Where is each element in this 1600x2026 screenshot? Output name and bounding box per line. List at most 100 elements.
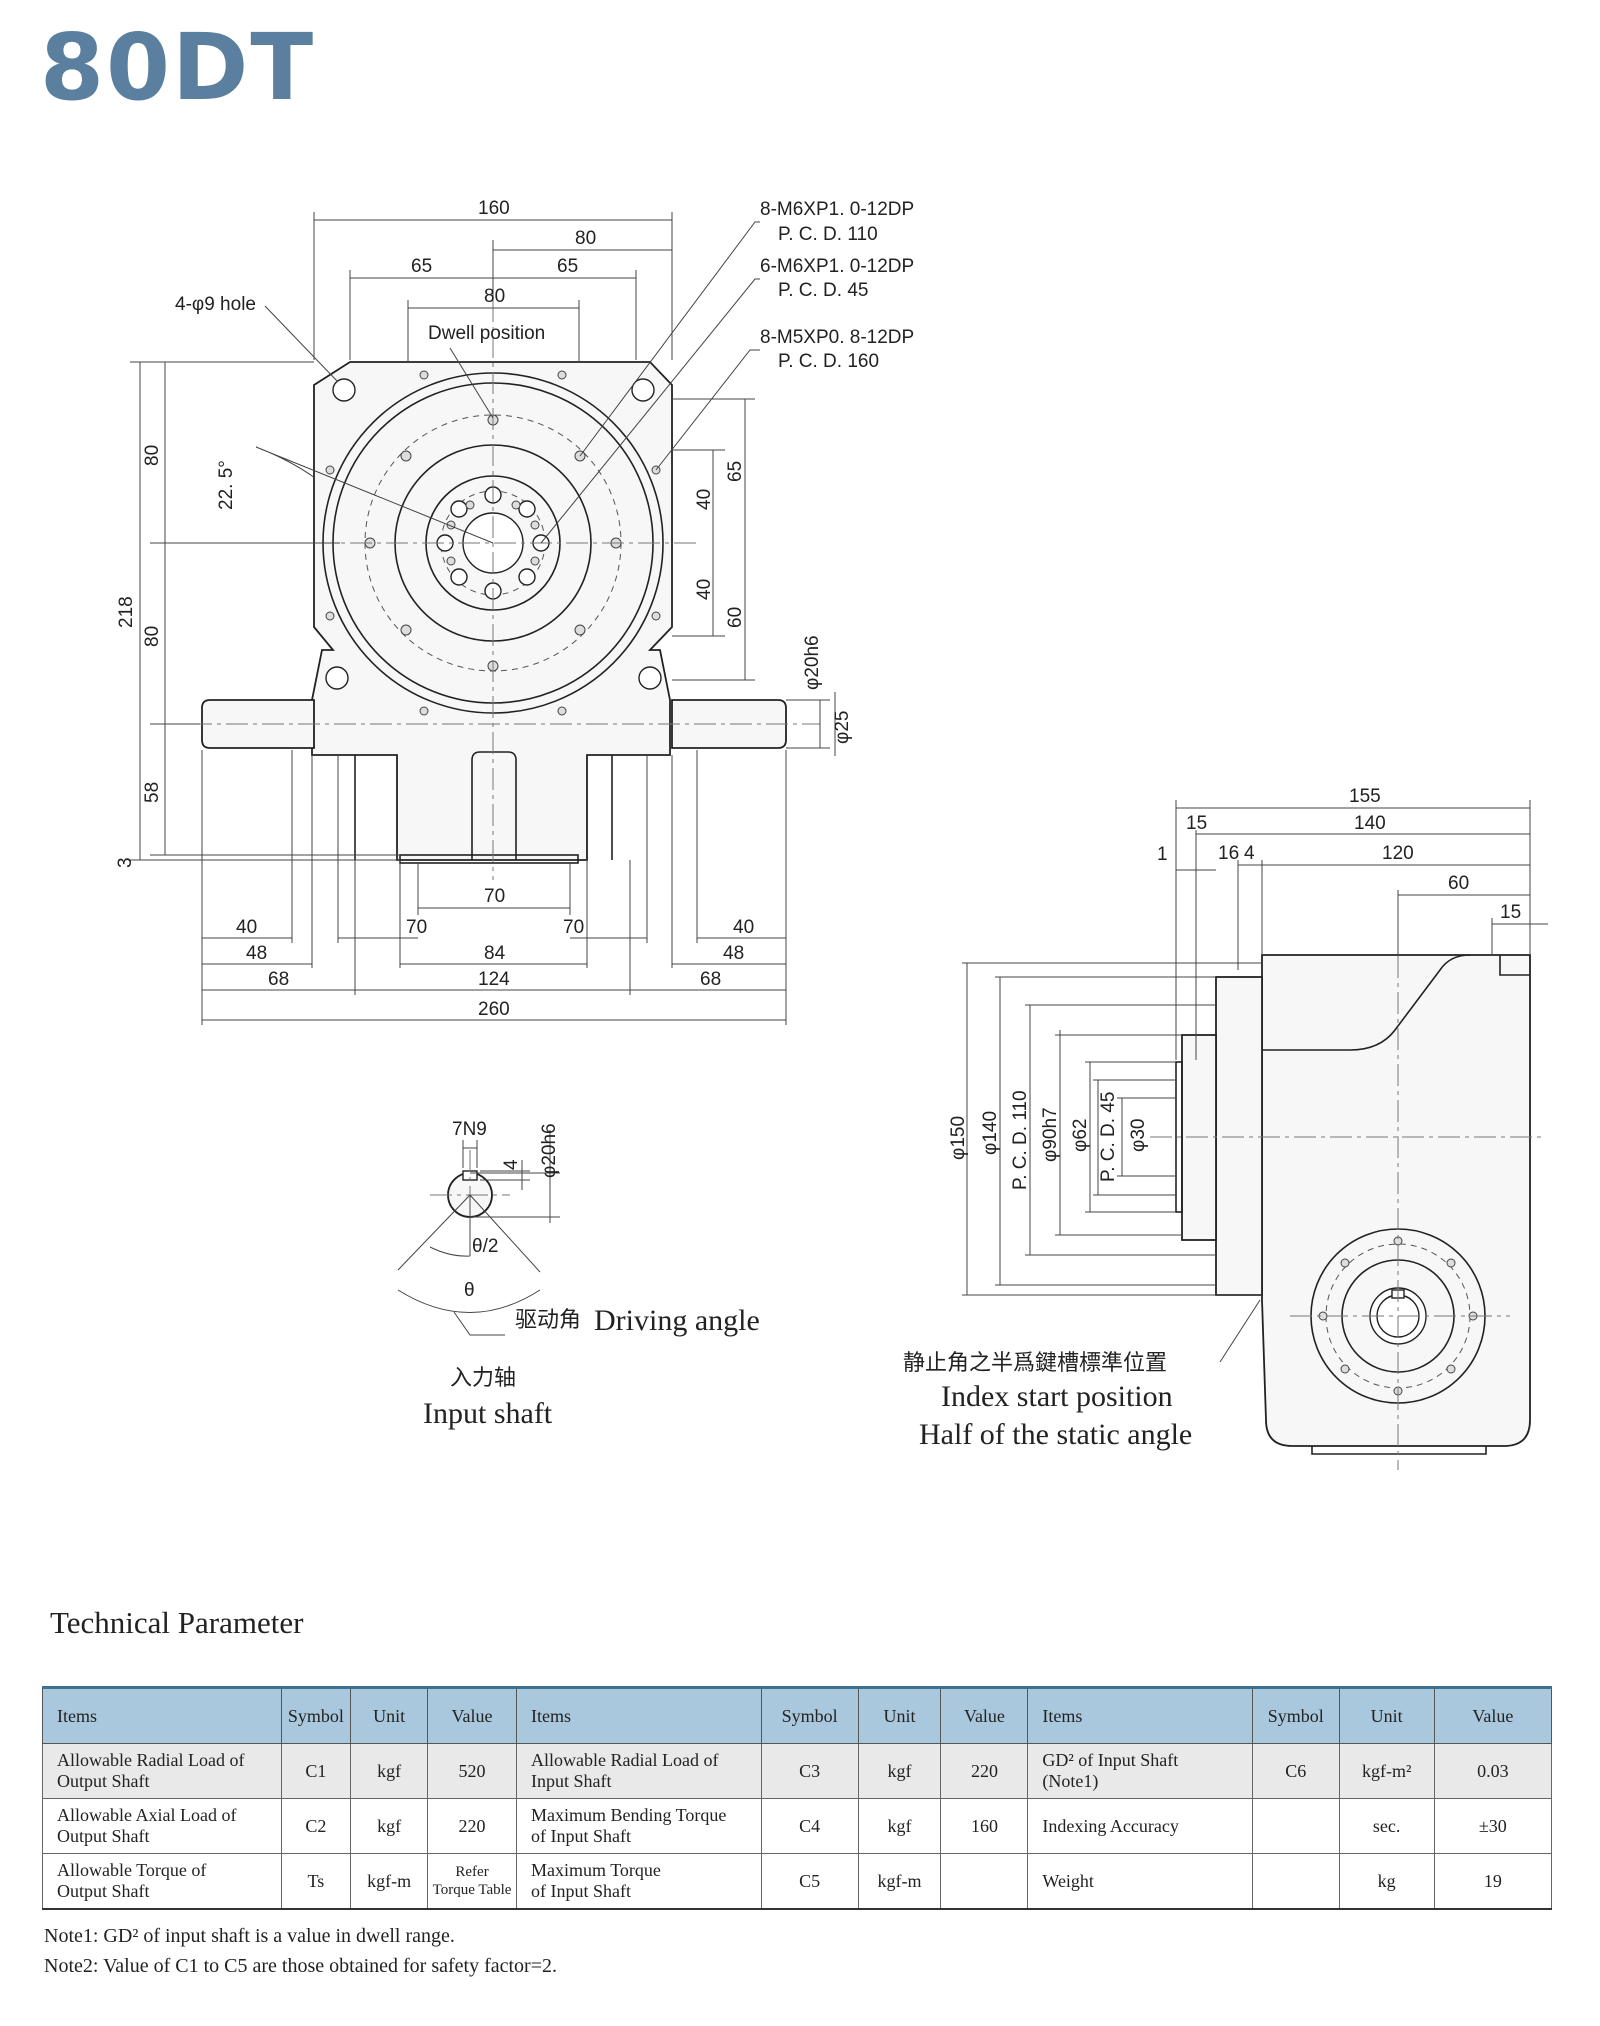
dim-label: 15 [1500, 902, 1521, 923]
dim-label: φ20h6 [802, 635, 823, 690]
angle-arc [255, 446, 494, 544]
dim-label: 80 [142, 626, 163, 647]
dim-lines-shaft [462, 1130, 560, 1223]
table-cell: C1 [280, 1743, 352, 1799]
dia-label: φ20h6 [539, 1123, 560, 1178]
holes-label: 4-φ9 hole [175, 294, 256, 315]
dim-label: 15 [1186, 813, 1207, 834]
dim-label: 60 [725, 607, 746, 628]
dim-label: 65 [557, 256, 578, 277]
dim-label: φ150 [948, 1116, 969, 1160]
table-cell: GD² of Input Shaft(Note1) [1027, 1743, 1253, 1799]
table-cell: 220 [427, 1798, 518, 1854]
front-view: 160 80 65 65 80 4-φ9 hole Dwell position… [115, 198, 914, 1025]
dim-label: 84 [484, 943, 506, 964]
base-line [1311, 1446, 1487, 1455]
dim-label: 40 [236, 917, 257, 938]
dim-label: 1 [1157, 844, 1168, 865]
dim-label: φ25 [832, 711, 853, 744]
column-header: Value [427, 1687, 518, 1744]
side-upper-edge [1262, 954, 1530, 1051]
table-cell: kgf-m [857, 1853, 942, 1910]
table-cell: Weight [1027, 1853, 1253, 1910]
dim-label: 70 [484, 886, 505, 907]
table-cell: kgf-m [350, 1853, 429, 1910]
input-shaft-cn: 入力轴 [450, 1366, 516, 1391]
angle-label: θ [464, 1280, 475, 1301]
shaft-detail: 7N9 4 φ20h6 θ/2 θ 驱动角 Driving angle 入力轴 … [397, 1119, 760, 1430]
half-angle-label: θ/2 [472, 1236, 498, 1257]
input-shaft-left [201, 699, 315, 749]
column-header: Unit [857, 1687, 942, 1744]
callout-line2: P. C. D. 45 [778, 280, 868, 301]
mount-hole [332, 378, 356, 402]
dim-label: φ90h7 [1040, 1107, 1061, 1162]
table-cell: kgf [857, 1798, 942, 1854]
leader-line [449, 347, 494, 419]
table-cell: kgf [857, 1743, 942, 1799]
dim-label: 68 [700, 969, 721, 990]
center-slot [471, 751, 517, 860]
table-cell: sec. [1338, 1798, 1435, 1854]
table-face [1175, 1061, 1183, 1213]
side-view: 155 15 140 1 16 4 120 60 15 φ150 φ140 P.… [903, 786, 1548, 1470]
depth-label: 4 [501, 1159, 522, 1170]
table-cell: 19 [1433, 1853, 1553, 1910]
table-cell: Indexing Accuracy [1027, 1798, 1253, 1854]
dim-label: 80 [142, 445, 163, 466]
dim-label: 4 [1244, 843, 1255, 864]
leader-line [540, 221, 760, 544]
note-2: Note2: Value of C1 to C5 are those obtai… [44, 1955, 557, 1977]
mount-hole [325, 666, 349, 690]
dim-label: φ62 [1070, 1119, 1091, 1152]
table-cell: kgf [350, 1743, 429, 1799]
dim-label: 218 [116, 596, 137, 628]
dim-label: 65 [725, 461, 746, 482]
dim-label: 260 [478, 999, 510, 1020]
dim-label: 3 [115, 857, 136, 868]
leader-line [264, 305, 339, 383]
mount-hole [638, 666, 662, 690]
angle-label: 22. 5° [216, 460, 237, 510]
section-title: Technical Parameter [50, 1605, 304, 1640]
dwell-label: Dwell position [428, 323, 545, 344]
table-cell: kgf [350, 1798, 429, 1854]
dim-label: 68 [268, 969, 289, 990]
dim-label: 60 [1448, 873, 1469, 894]
column-header: Items [516, 1687, 762, 1744]
column-header: Items [42, 1687, 282, 1744]
table-cell [1251, 1853, 1340, 1910]
angle-arc [397, 1194, 541, 1313]
key-label: 7N9 [452, 1119, 487, 1140]
base-plate [399, 854, 579, 864]
table-cell: kg [1338, 1853, 1435, 1910]
table-cell: C4 [760, 1798, 859, 1854]
mount-hole [631, 378, 655, 402]
index-position-en: Index start position [941, 1380, 1173, 1413]
dim-label: 155 [1349, 786, 1381, 807]
dim-label: 124 [478, 969, 510, 990]
callout-line2: P. C. D. 110 [778, 224, 878, 245]
dim-label: 160 [478, 198, 510, 219]
callout-line2: P. C. D. 160 [778, 351, 879, 372]
dim-label: 80 [575, 228, 596, 249]
table-cell: ±30 [1433, 1798, 1553, 1854]
column-header: Unit [1338, 1687, 1435, 1744]
dim-label: 140 [1354, 813, 1386, 834]
driving-angle-cn: 驱动角 [515, 1308, 581, 1333]
dim-label: 48 [246, 943, 267, 964]
dim-label: 70 [563, 917, 584, 938]
table-cell: 220 [940, 1743, 1029, 1799]
dim-label: P. C. D. 45 [1098, 1092, 1119, 1182]
dim-label: P. C. D. 110 [1010, 1090, 1031, 1190]
foot-slot [354, 755, 613, 860]
dim-label: 40 [694, 579, 715, 600]
technical-drawing: 160 80 65 65 80 4-φ9 hole Dwell position… [115, 198, 1548, 1470]
dim-label: 40 [733, 917, 754, 938]
